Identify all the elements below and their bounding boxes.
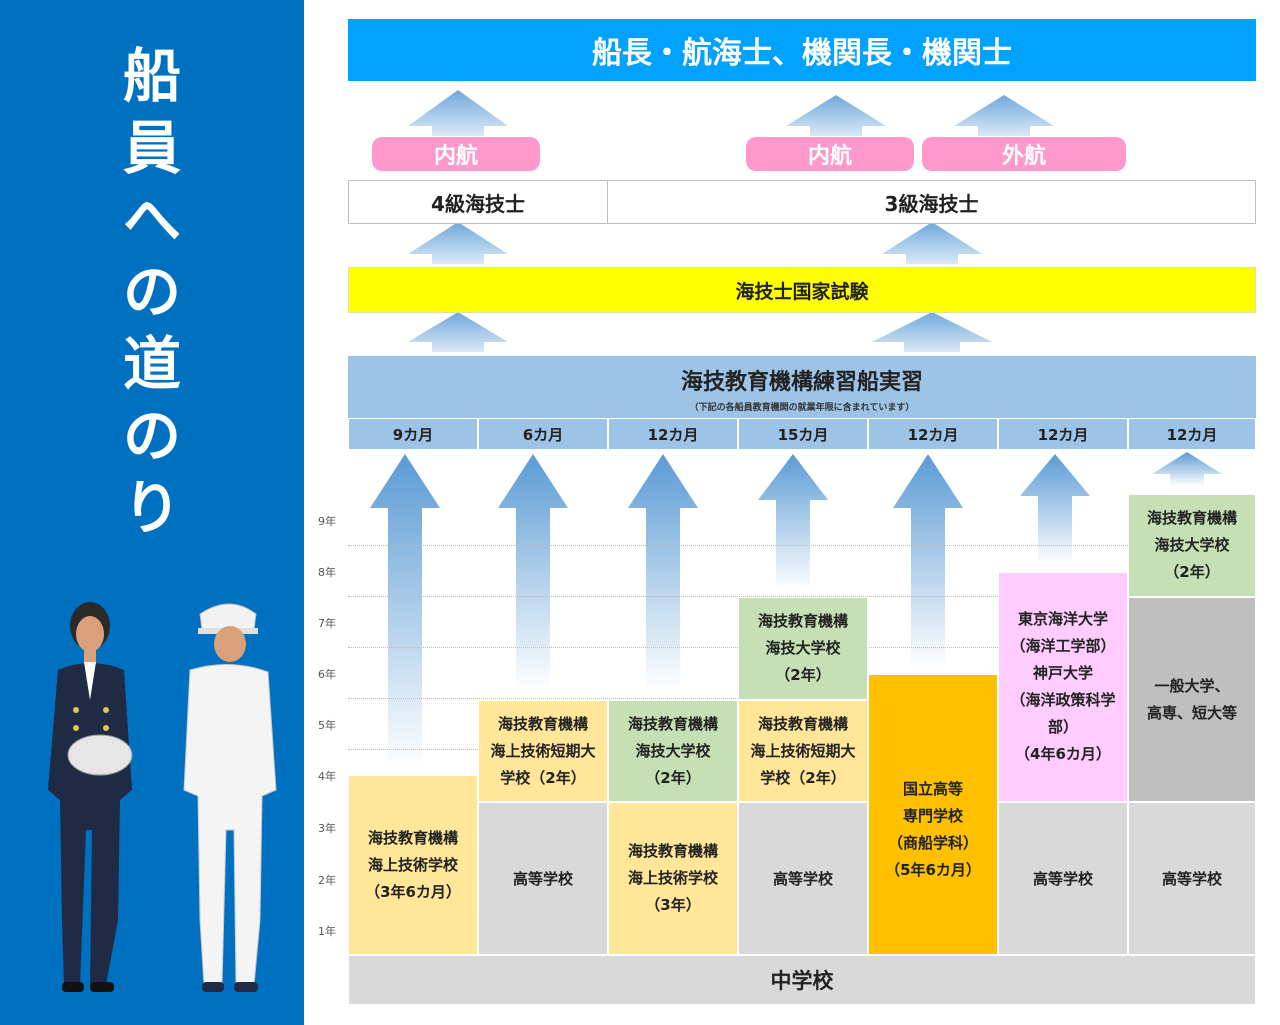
national-exam-bar: 海技士国家試験 xyxy=(348,267,1256,313)
license-grade4: 4級海技士 xyxy=(348,180,608,224)
school-c7-mid: 一般大学、 高専、短大等 xyxy=(1128,597,1256,802)
year-label: 6年 xyxy=(318,668,336,681)
route-ocean-pill: 外航 xyxy=(922,137,1126,171)
school-c6-top: 東京海洋大学 （海洋工学部） 神戸大学 （海洋政策科学 部） （4年6カ月） xyxy=(998,572,1128,802)
school-c3-bottom: 海技教育機構 海上技術学校 （3年） xyxy=(608,802,738,955)
arrow-col-4 xyxy=(758,454,828,590)
page-title: 船員への道のり xyxy=(122,42,181,542)
duration-cell: 6カ月 xyxy=(478,418,608,450)
year-label: 1年 xyxy=(318,925,336,938)
duration-cell: 12カ月 xyxy=(1128,418,1256,450)
school-c6-bottom: 高等学校 xyxy=(998,802,1128,955)
duration-cell: 15カ月 xyxy=(738,418,868,450)
junior-high-bar: 中学校 xyxy=(348,955,1256,1005)
arrow-col-3 xyxy=(628,454,698,690)
school-c4-bottom: 高等学校 xyxy=(738,802,868,955)
arrow-col-5 xyxy=(893,454,963,668)
arrow-up-4 xyxy=(408,222,508,264)
gridline xyxy=(348,545,1256,546)
year-label: 5年 xyxy=(318,719,336,732)
year-label: 9年 xyxy=(318,515,336,528)
arrow-up-1 xyxy=(408,90,508,136)
duration-cell: 9カ月 xyxy=(348,418,478,450)
arrow-col-1 xyxy=(370,454,440,768)
route-coastal-pill-2: 内航 xyxy=(746,137,914,171)
arrow-up-2 xyxy=(786,95,886,136)
sidebar: 船員への道のり xyxy=(0,0,304,1025)
year-label: 3年 xyxy=(318,822,336,835)
arrow-col-7 xyxy=(1152,452,1222,486)
school-c2-bottom: 高等学校 xyxy=(478,802,608,955)
arrow-col-6 xyxy=(1020,454,1090,564)
route-coastal-pill: 内航 xyxy=(372,137,540,171)
school-c5: 国立高等 専門学校 （商船学科） （5年6カ月） xyxy=(868,674,998,955)
school-c7-top: 海技教育機構 海技大学校 （2年） xyxy=(1128,494,1256,597)
year-label: 4年 xyxy=(318,770,336,783)
training-note: （下記の各船員教育機関の就業年限に含まれています） xyxy=(689,403,915,413)
training-header: 海技教育機構練習船実習 （下記の各船員教育機関の就業年限に含まれています） xyxy=(348,356,1256,418)
school-c7-bottom: 高等学校 xyxy=(1128,802,1256,955)
school-c3-top: 海技教育機構 海技大学校 （2年） xyxy=(608,700,738,802)
school-c4-top: 海技教育機構 海技大学校 （2年） xyxy=(738,597,868,700)
arrow-up-5 xyxy=(882,222,982,264)
duration-cell: 12カ月 xyxy=(608,418,738,450)
duration-cell: 12カ月 xyxy=(868,418,998,450)
gridline xyxy=(348,596,1256,597)
license-grade3: 3級海技士 xyxy=(607,180,1256,224)
goal-banner: 船長・航海士、機関長・機関士 xyxy=(348,19,1256,81)
training-title: 海技教育機構練習船実習 xyxy=(680,370,923,395)
duration-cell: 12カ月 xyxy=(998,418,1128,450)
arrow-up-6 xyxy=(408,312,508,352)
school-c4-mid: 海技教育機構 海上技術短期大 学校（2年） xyxy=(738,700,868,802)
arrow-up-3 xyxy=(954,95,1054,136)
arrow-col-2 xyxy=(498,454,568,690)
year-label: 2年 xyxy=(318,874,336,887)
arrow-up-7 xyxy=(872,312,992,352)
school-c2-top: 海技教育機構 海上技術短期大 学校（2年） xyxy=(478,700,608,802)
year-label: 7年 xyxy=(318,617,336,630)
school-c1: 海技教育機構 海上技術学校 （3年6カ月） xyxy=(348,775,478,955)
durations-row: 9カ月 6カ月 12カ月 15カ月 12カ月 12カ月 12カ月 xyxy=(348,418,1256,450)
seafarers-illustration xyxy=(48,602,277,992)
year-label: 8年 xyxy=(318,566,336,579)
